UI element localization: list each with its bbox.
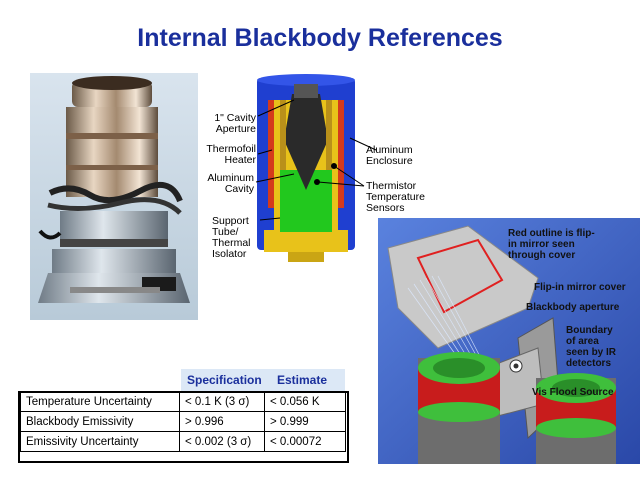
page-title: Internal Blackbody References [137, 24, 503, 52]
row-spec: < 0.002 (3 σ) [179, 431, 265, 452]
cavity-cone-shape [284, 94, 328, 190]
table-row: Temperature Uncertainty < 0.1 K (3 σ) < … [20, 391, 346, 412]
row-estimate: < 0.056 K [264, 391, 346, 412]
row-estimate: > 0.999 [264, 411, 346, 432]
label-boundary: Boundary of area seen by IR detectors [566, 325, 617, 369]
instrument-render [378, 218, 640, 464]
label-aluminum-enclosure: Aluminum Enclosure [366, 144, 413, 167]
label-aluminum-cavity: Aluminum Cavity [207, 172, 254, 195]
label-vis-flood-source: Vis Flood Source [532, 387, 614, 398]
row-label: Blackbody Emissivity [20, 411, 180, 432]
table-header-band: Specification Estimate [181, 369, 345, 391]
table-row: Emissivity Uncertainty < 0.002 (3 σ) < 0… [20, 431, 346, 452]
label-thermistor: Thermistor Temperature Sensors [366, 180, 425, 214]
blackbody-hardware-photo [30, 73, 198, 320]
label-blackbody-aperture: Blackbody aperture [526, 302, 620, 313]
header-specification: Specification [187, 373, 262, 387]
label-red-outline: Red outline is flip- in mirror seen thro… [508, 228, 595, 261]
row-label: Emissivity Uncertainty [20, 431, 180, 452]
label-thermofoil-heater: Thermofoil Heater [206, 143, 256, 166]
header-estimate: Estimate [277, 373, 328, 387]
row-spec: > 0.996 [179, 411, 265, 432]
label-flip-in-mirror: Flip-in mirror cover [534, 282, 626, 293]
label-cavity-aperture: 1" Cavity Aperture [214, 112, 256, 135]
blackbody-cutaway-diagram [200, 70, 440, 270]
label-support-tube: Support Tube/ Thermal Isolator [212, 215, 251, 260]
spec-table: Temperature Uncertainty < 0.1 K (3 σ) < … [20, 391, 346, 452]
table-row: Blackbody Emissivity > 0.996 > 0.999 [20, 411, 346, 432]
row-estimate: < 0.00072 [264, 431, 346, 452]
row-label: Temperature Uncertainty [20, 391, 180, 412]
row-spec: < 0.1 K (3 σ) [179, 391, 265, 412]
